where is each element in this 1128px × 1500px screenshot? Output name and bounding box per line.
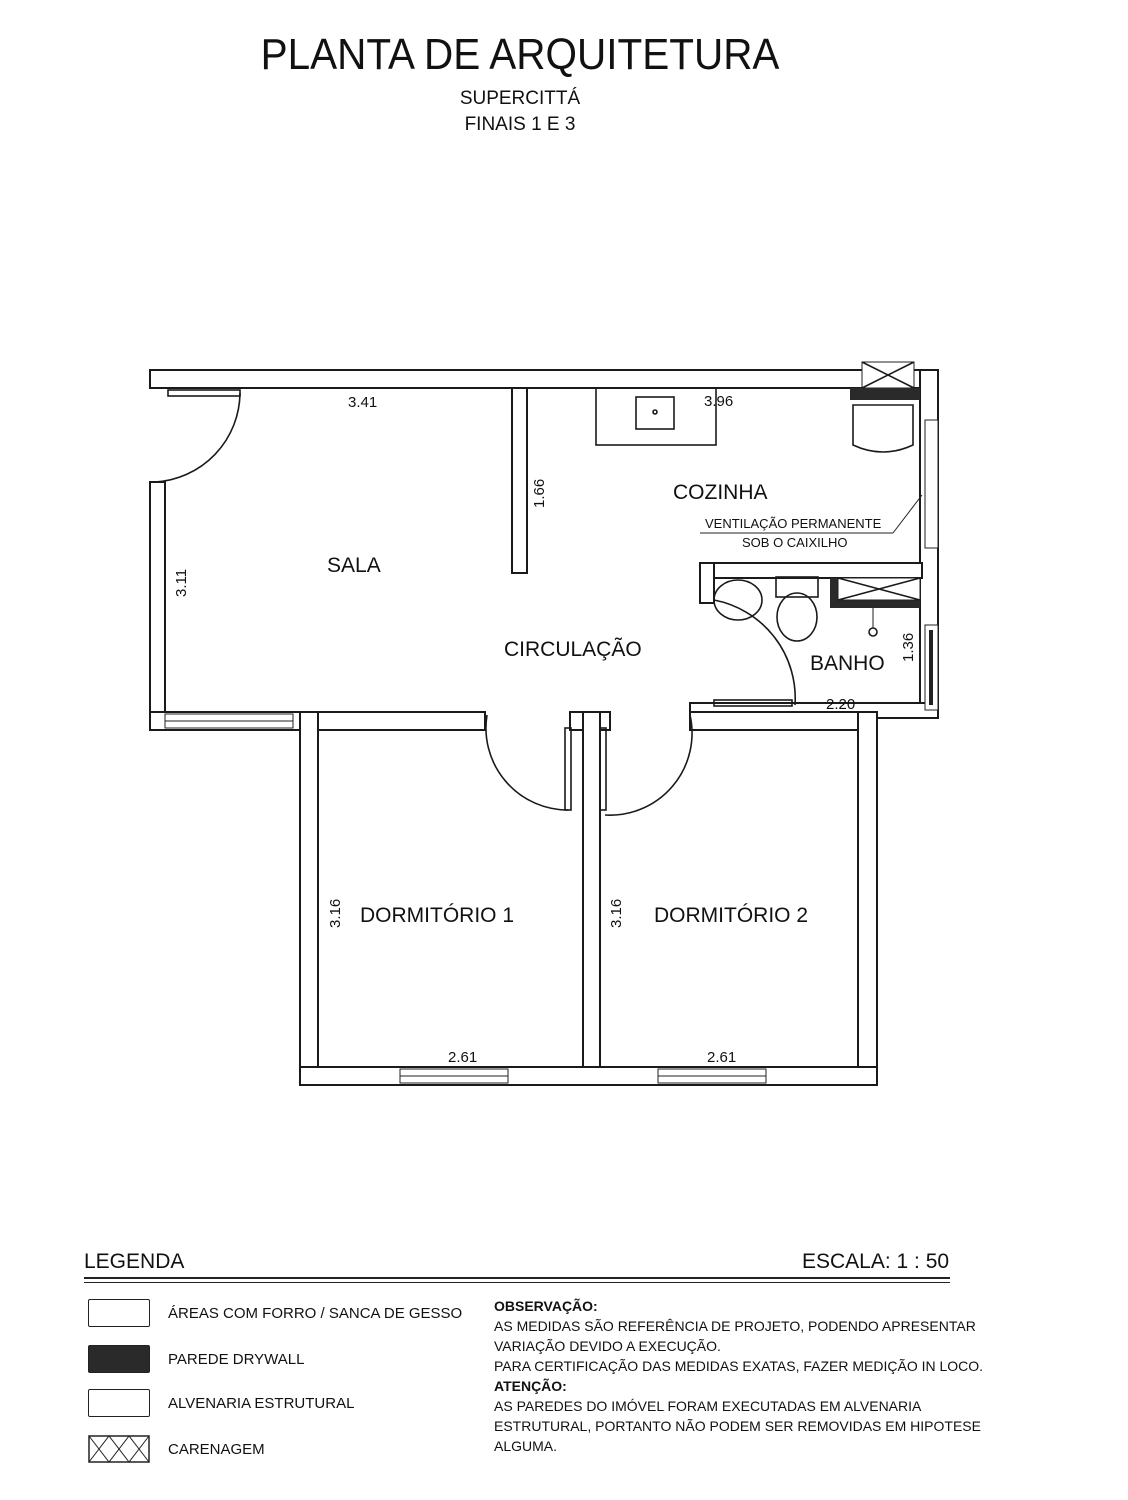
legend-label: CARENAGEM xyxy=(168,1440,265,1458)
room-cozinha: COZINHA xyxy=(673,481,768,504)
swatch-outline-icon xyxy=(88,1389,150,1417)
legend-item-alvenaria: ALVENARIA ESTRUTURAL xyxy=(88,1389,354,1417)
floor-plan: SALA COZINHA CIRCULAÇÃO BANHO DORMITÓRIO… xyxy=(149,361,939,1086)
wall-dorm2-top xyxy=(689,711,878,731)
wall-top xyxy=(149,369,939,389)
dim-dorm2-width: 2.61 xyxy=(707,1049,736,1066)
legend-item-drywall: PAREDE DRYWALL xyxy=(88,1345,304,1373)
att-line: AS PAREDES DO IMÓVEL FORAM EXECUTADAS EM… xyxy=(494,1398,922,1414)
swatch-outline-icon xyxy=(88,1299,150,1327)
toilet-tank-icon xyxy=(775,576,819,598)
ventilation-note-line2: SOB O CAIXILHO xyxy=(742,535,847,550)
swatch-hatch-icon xyxy=(88,1435,150,1463)
project-name: SUPERCITTÁ xyxy=(459,88,581,109)
bath-sink-icon xyxy=(713,579,763,621)
room-dormitorio-2: DORMITÓRIO 2 xyxy=(654,904,808,927)
ventilation-note: VENTILAÇÃO PERMANENTE SOB O CAIXILHO xyxy=(700,494,923,550)
wall-dorm2-right xyxy=(857,711,878,1086)
dimension-labels: 3.41 3.11 3.96 1.66 1.36 2.20 3.16 2.61 … xyxy=(173,393,917,1066)
legend-item-forro: ÁREAS COM FORRO / SANCA DE GESSO xyxy=(88,1299,462,1327)
wall-bath-top xyxy=(699,562,923,579)
legend-divider xyxy=(84,1277,950,1283)
dim-sala-width: 3.41 xyxy=(348,394,377,411)
page-title: PLANTA DE ARQUITETURA xyxy=(260,30,780,79)
obs-line: AS MEDIDAS SÃO REFERÊNCIA DE PROJETO, PO… xyxy=(494,1318,976,1334)
wall-dorm-divider xyxy=(582,711,601,1068)
wall-kitchen-partition xyxy=(511,387,528,574)
wall-bath-left xyxy=(699,562,715,604)
wall-left-sala xyxy=(149,481,166,731)
window-kitchen xyxy=(924,419,939,549)
att-line: ESTRUTURAL, PORTANTO NÃO PODEM SER REMOV… xyxy=(494,1418,981,1434)
room-banho: BANHO xyxy=(810,652,885,675)
legend-label: PAREDE DRYWALL xyxy=(168,1350,305,1368)
wall-dorm1-left xyxy=(299,711,319,1086)
doors xyxy=(154,389,797,816)
room-sala: SALA xyxy=(327,554,381,577)
kitchen-counter xyxy=(595,387,717,446)
toilet-icon xyxy=(776,592,818,642)
door-dorm2 xyxy=(599,727,607,811)
obs-line: VARIAÇÃO DEVIDO A EXECUÇÃO. xyxy=(494,1338,721,1354)
obs-title: OBSERVAÇÃO: xyxy=(494,1298,598,1314)
room-circulacao: CIRCULAÇÃO xyxy=(504,637,642,661)
room-dormitorio-1: DORMITÓRIO 1 xyxy=(360,904,514,927)
legend-label: ÁREAS COM FORRO / SANCA DE GESSO xyxy=(168,1304,463,1322)
dim-dorm1-width: 2.61 xyxy=(448,1049,477,1066)
fixtures xyxy=(595,387,914,642)
legend-item-carenagem: CARENAGEM xyxy=(88,1435,265,1463)
att-title: ATENÇÃO: xyxy=(494,1378,567,1394)
legend-title: LEGENDA xyxy=(84,1250,185,1273)
dim-banho-width: 2.20 xyxy=(826,696,855,713)
dim-banho-height: 1.36 xyxy=(900,633,917,662)
kitchen-sink-icon xyxy=(635,396,675,430)
scale-label: ESCALA: 1 : 50 xyxy=(802,1250,950,1273)
att-line: ALGUMA. xyxy=(494,1438,558,1454)
door-swing-entrance xyxy=(154,392,241,483)
legend-label: ALVENARIA ESTRUTURAL xyxy=(168,1394,355,1412)
dim-dorm2-height: 3.16 xyxy=(608,899,625,928)
observations: OBSERVAÇÃO: AS MEDIDAS SÃO REFERÊNCIA DE… xyxy=(494,1296,983,1456)
drywall-kitchen xyxy=(850,388,920,400)
door-entrance xyxy=(167,389,241,397)
room-labels: SALA COZINHA CIRCULAÇÃO BANHO DORMITÓRIO… xyxy=(327,481,885,927)
shower-icon xyxy=(868,627,878,637)
dim-sala-height: 3.11 xyxy=(173,569,190,597)
dim-dorm1-height: 3.16 xyxy=(327,899,344,928)
dim-partition-height: 1.66 xyxy=(531,479,548,508)
laundry-tank-icon xyxy=(852,404,914,453)
obs-line: PARA CERTIFICAÇÃO DAS MEDIDAS EXATAS, FA… xyxy=(494,1358,984,1374)
door-bath xyxy=(713,699,793,707)
swatch-dark-icon xyxy=(88,1345,150,1373)
windows xyxy=(164,419,939,1084)
dim-cozinha-width: 3.96 xyxy=(704,393,733,410)
door-dorm1 xyxy=(564,727,572,811)
wall-bottom xyxy=(299,1066,878,1086)
ventilation-note-line1: VENTILAÇÃO PERMANENTE xyxy=(705,516,882,531)
project-units: FINAIS 1 E 3 xyxy=(464,114,576,135)
